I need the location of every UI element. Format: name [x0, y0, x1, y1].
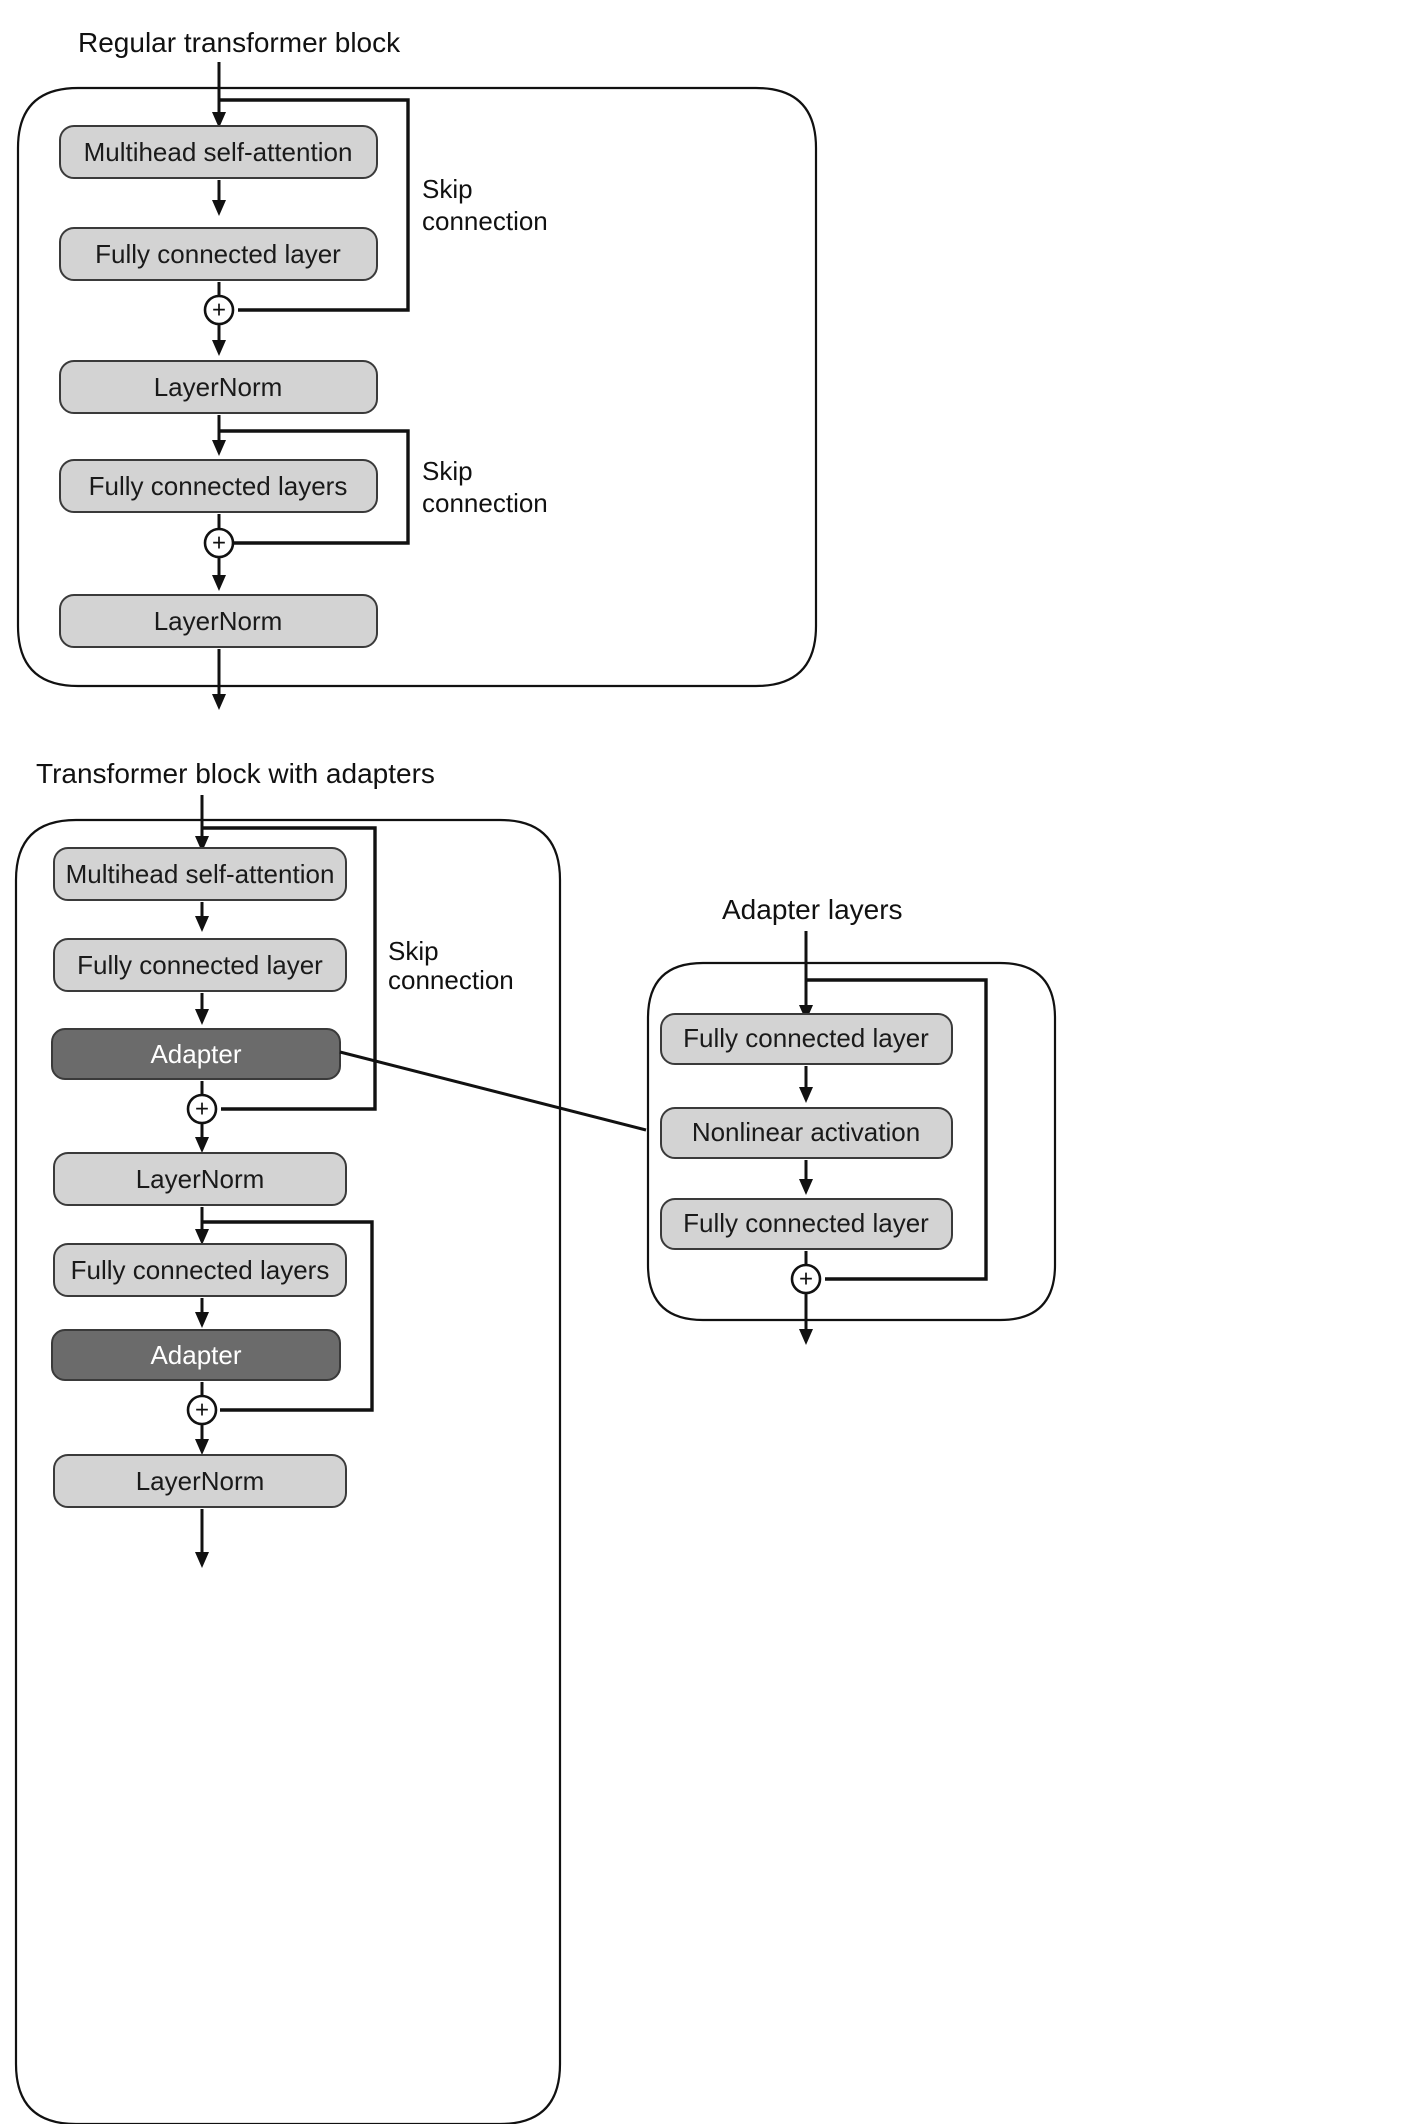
- node-label: Fully connected layer: [77, 950, 323, 980]
- node-box: [51, 1028, 341, 1080]
- node-fully-connected-layer[interactable]: Fully connected layer: [53, 938, 347, 992]
- node-multihead-self-attention[interactable]: Multihead self-attention: [59, 125, 378, 179]
- output-arrowhead: [212, 694, 226, 710]
- node-fully-connected-layers[interactable]: Fully connected layers: [59, 459, 378, 513]
- node-layernorm-1[interactable]: LayerNorm: [59, 360, 378, 414]
- arrowhead: [212, 340, 226, 356]
- add-operator-2: +: [186, 1394, 218, 1426]
- node-box: [59, 360, 378, 414]
- output-arrowhead: [799, 1329, 813, 1345]
- panel-title-regular-block: Regular transformer block: [78, 27, 401, 58]
- arrowhead: [195, 1312, 209, 1328]
- regular-block-container: [16, 86, 818, 688]
- skip-connection-path-2: [202, 1220, 374, 1412]
- node-box: [59, 125, 378, 179]
- arrowhead: [195, 916, 209, 932]
- skip-connection-label-1: Skip connection: [422, 174, 548, 236]
- adapter-block-container: [14, 818, 562, 2124]
- node-label: Fully connected layer: [95, 239, 341, 269]
- skip-connection-path-1: [202, 826, 377, 1111]
- panel-transformer-block-with-adapters: Transformer block with adapters Multihea…: [14, 758, 562, 2124]
- node-fully-connected-layers[interactable]: Fully connected layers: [53, 1243, 347, 1297]
- node-label: Multihead self-attention: [66, 859, 335, 889]
- add-operator-2: +: [203, 527, 235, 559]
- node-box: [53, 1243, 347, 1297]
- add-symbol: +: [799, 1265, 813, 1292]
- add-operator: +: [790, 1263, 822, 1295]
- node-box: [59, 227, 378, 281]
- skip-label-line2: connection: [422, 206, 548, 236]
- node-box: [59, 459, 378, 513]
- skip-label-line2: connection: [422, 488, 548, 518]
- node-box: [53, 1152, 347, 1206]
- add-symbol: +: [195, 1396, 209, 1423]
- add-operator-1: +: [186, 1093, 218, 1125]
- node-label: Multihead self-attention: [84, 137, 353, 167]
- skip-label-line1: Skip: [388, 936, 439, 966]
- arrowhead: [195, 1229, 209, 1245]
- node-label: Adapter: [150, 1340, 241, 1370]
- output-arrowhead: [195, 1552, 209, 1568]
- node-box: [660, 1107, 953, 1159]
- adapter-layers-container: [646, 961, 1057, 1322]
- add-symbol: +: [212, 529, 226, 556]
- node-fully-connected-layer-1[interactable]: Fully connected layer: [660, 1013, 953, 1065]
- node-label: Fully connected layer: [683, 1023, 929, 1053]
- node-box: [59, 594, 378, 648]
- node-box: [53, 1454, 347, 1508]
- skip-label-line1: Skip: [422, 174, 473, 204]
- skip-connection-label-2: Skip connection: [422, 456, 548, 518]
- node-box: [53, 938, 347, 992]
- node-label: LayerNorm: [154, 372, 283, 402]
- skip-connection-label-1: Skip connection: [388, 936, 514, 995]
- arrowhead: [195, 1009, 209, 1025]
- node-layernorm-1[interactable]: LayerNorm: [53, 1152, 347, 1206]
- arrowhead: [799, 1179, 813, 1195]
- node-label: Adapter: [150, 1039, 241, 1069]
- node-label: Nonlinear activation: [692, 1117, 920, 1147]
- arrowhead: [212, 575, 226, 591]
- node-label: Fully connected layer: [683, 1208, 929, 1238]
- add-symbol: +: [195, 1095, 209, 1122]
- node-adapter-1[interactable]: Adapter: [51, 1028, 341, 1080]
- panel-title-adapter-block: Transformer block with adapters: [36, 758, 435, 789]
- input-arrowhead: [195, 836, 209, 852]
- node-fully-connected-layer-2[interactable]: Fully connected layer: [660, 1198, 953, 1250]
- node-label: Fully connected layers: [89, 471, 348, 501]
- node-label: LayerNorm: [136, 1164, 265, 1194]
- panel-adapter-layers: Adapter layers Fully connected layer Non…: [646, 894, 1057, 1345]
- add-operator-1: +: [203, 294, 235, 326]
- skip-label-line2: connection: [388, 965, 514, 995]
- node-fully-connected-layer[interactable]: Fully connected layer: [59, 227, 378, 281]
- node-box: [660, 1013, 953, 1065]
- adapter-callout-line: [339, 1050, 647, 1132]
- skip-connection-path: [806, 978, 988, 1281]
- arrowhead: [212, 440, 226, 456]
- node-layernorm-2[interactable]: LayerNorm: [53, 1454, 347, 1508]
- node-multihead-self-attention[interactable]: Multihead self-attention: [53, 847, 347, 901]
- arrowhead: [799, 1087, 813, 1103]
- node-label: LayerNorm: [154, 606, 283, 636]
- input-arrowhead: [212, 112, 226, 128]
- arrowhead: [195, 1137, 209, 1153]
- node-adapter-2[interactable]: Adapter: [51, 1329, 341, 1381]
- panel-regular-transformer-block: Regular transformer block Multihead self…: [16, 27, 818, 710]
- node-box: [51, 1329, 341, 1381]
- add-symbol: +: [212, 296, 226, 323]
- panel-title-adapter-layers: Adapter layers: [722, 894, 903, 925]
- node-label: LayerNorm: [136, 1466, 265, 1496]
- node-nonlinear-activation[interactable]: Nonlinear activation: [660, 1107, 953, 1159]
- arrowhead: [212, 200, 226, 216]
- node-label: Fully connected layers: [71, 1255, 330, 1285]
- skip-connection-path-2: [219, 429, 410, 545]
- arrowhead: [195, 1439, 209, 1455]
- skip-connection-path-1: [219, 98, 410, 312]
- node-box: [53, 847, 347, 901]
- node-layernorm-2[interactable]: LayerNorm: [59, 594, 378, 648]
- node-box: [660, 1198, 953, 1250]
- skip-label-line1: Skip: [422, 456, 473, 486]
